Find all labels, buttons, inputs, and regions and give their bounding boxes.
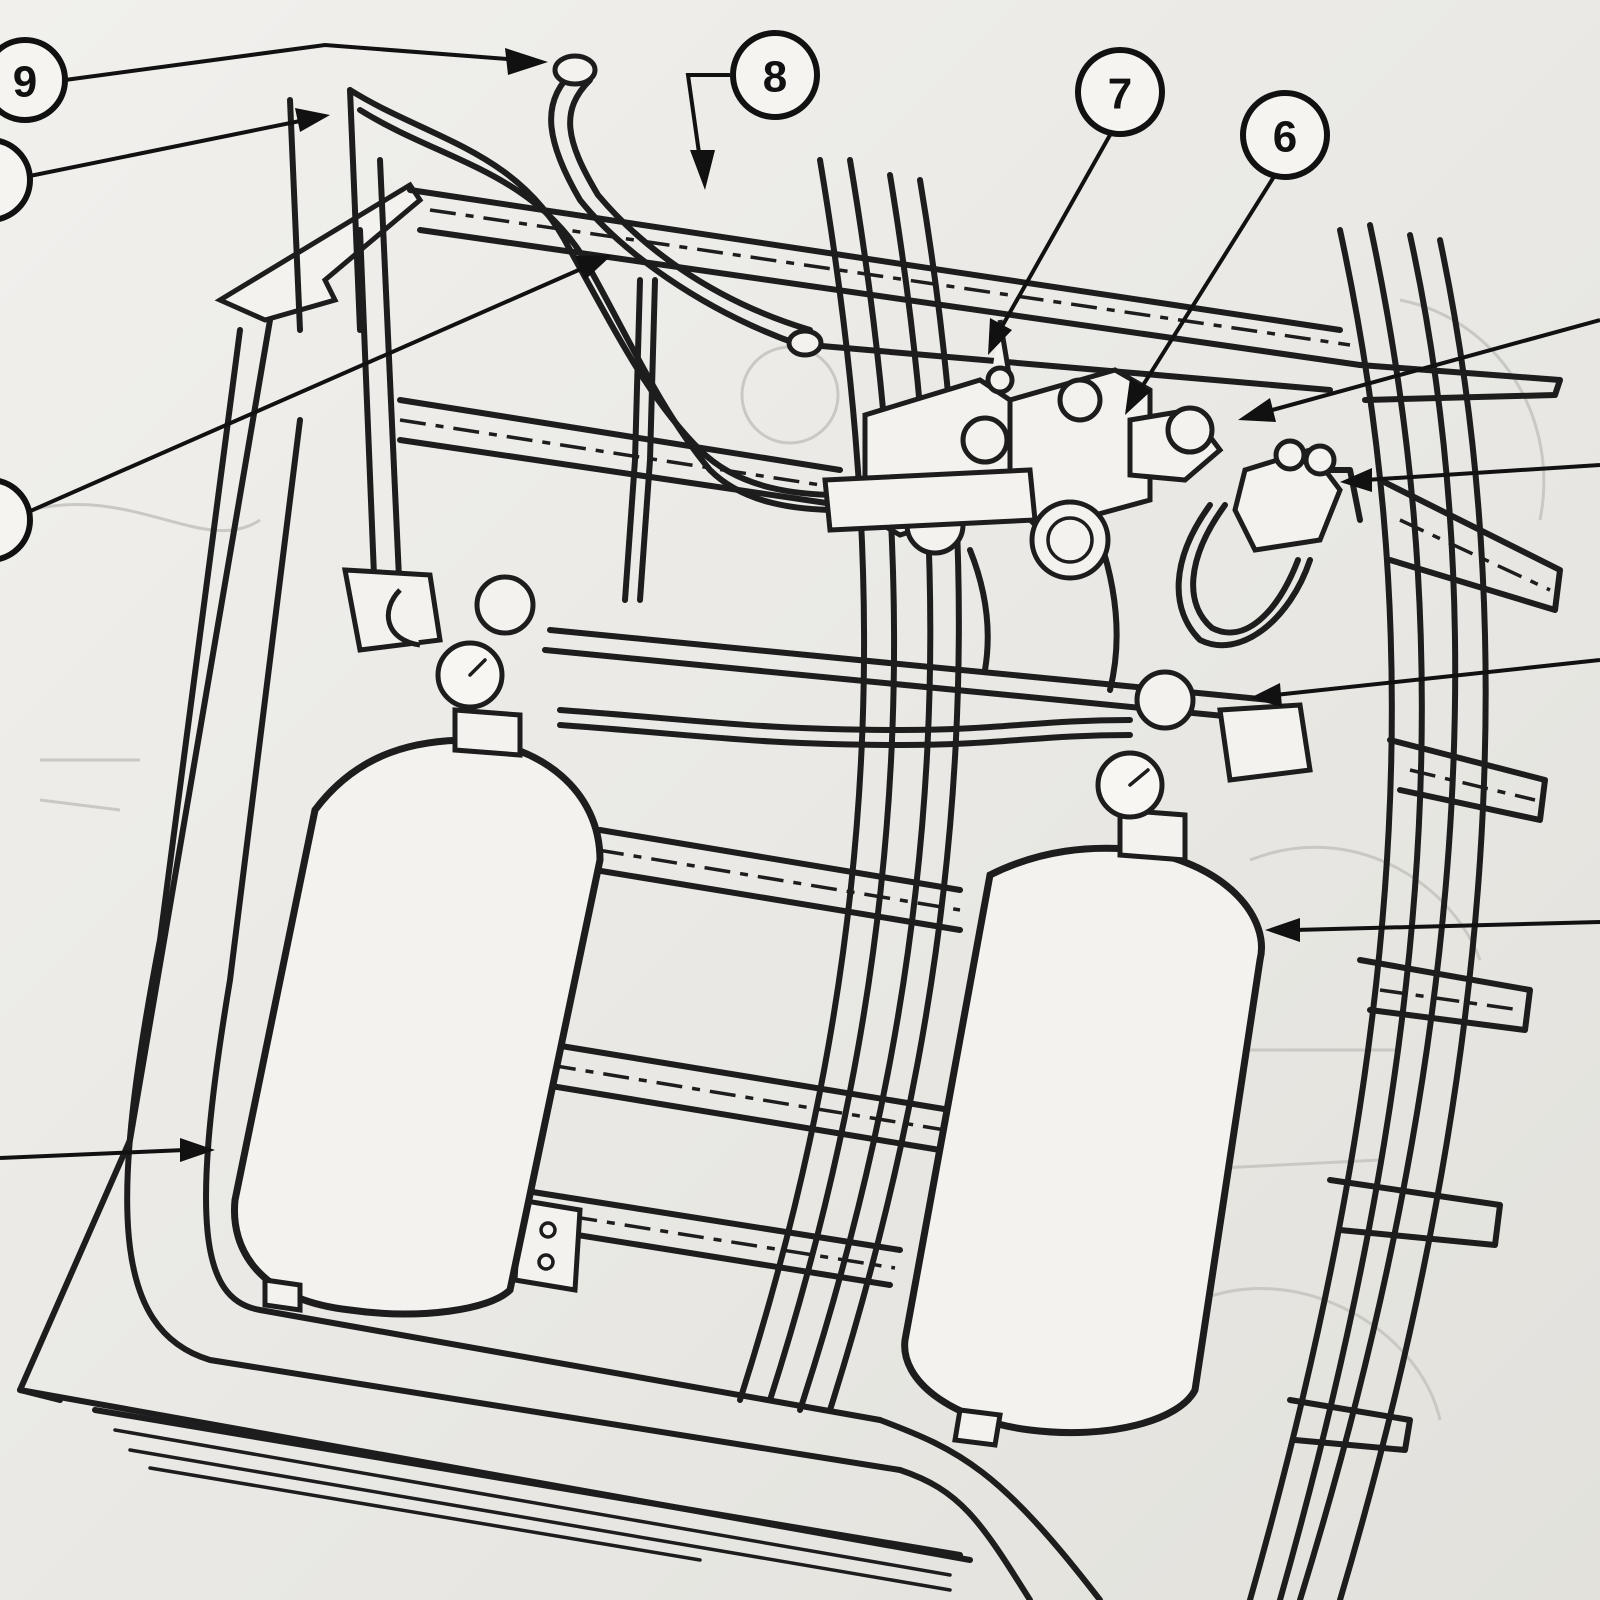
callout-9-label: 9 [13,58,37,107]
callout-partial-mid-left [0,478,33,562]
leader-lines [0,42,1600,1162]
callout-8-label: 8 [763,53,787,102]
callout-partial-top-left [0,138,33,222]
callout-7-label: 7 [1108,70,1132,119]
callout-6-label: 6 [1273,113,1297,162]
tubing [347,53,1363,748]
callout-7: 7 [1075,47,1165,137]
control-valves [822,319,1343,581]
callout-8: 8 [730,30,820,120]
right-extinguisher-bottle [901,669,1313,1448]
left-extinguisher-bottle [230,567,604,1318]
callout-6: 6 [1240,90,1330,180]
airframe-structure [17,87,1563,1600]
callout-9: 9 [0,37,68,123]
